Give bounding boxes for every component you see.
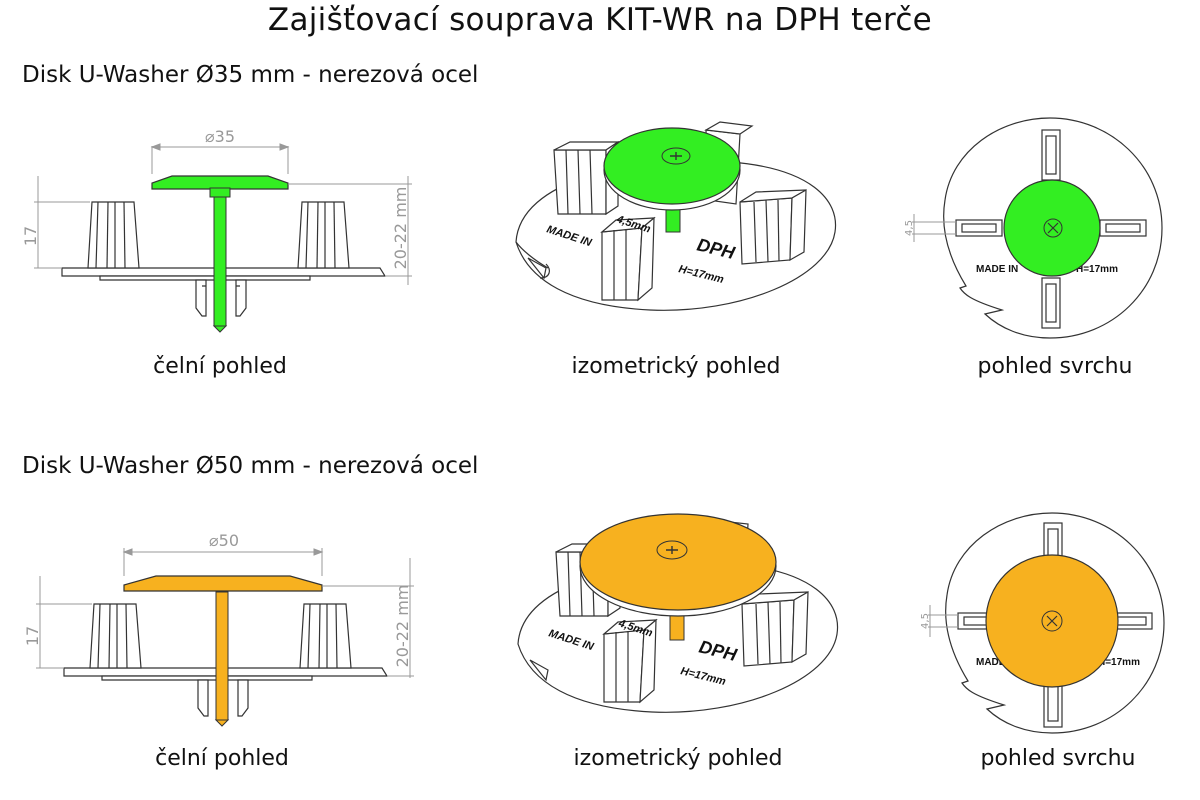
- front-view-35: ⌀35 17 20-22 mm: [21, 127, 412, 333]
- range-label-50: 20-22 mm: [393, 585, 412, 668]
- caption-front-35: čelní pohled: [153, 354, 287, 379]
- caption-top-50: pohled svrchu: [980, 746, 1136, 771]
- caption-front-50: čelní pohled: [155, 746, 289, 771]
- slot-dim-label-35: 4,5: [904, 220, 915, 236]
- made-in-top-50: MADE IN: [976, 657, 1018, 668]
- h-top-35: H=17mm: [1076, 264, 1118, 275]
- height-label-35: 17: [21, 226, 40, 246]
- washer-disk-50: [123, 575, 323, 727]
- washer-disk-35-top: [1003, 179, 1101, 277]
- washer-disk-35: [151, 175, 289, 333]
- top-view-35: 4,5 MADE IN H=17mm: [904, 117, 1163, 339]
- page-title: Zajišťovací souprava KIT-WR na DPH terče: [267, 2, 933, 38]
- caption-top-35: pohled svrchu: [977, 354, 1133, 379]
- caption-iso-50: izometrický pohled: [573, 746, 783, 771]
- made-in-top-35: MADE IN: [976, 264, 1018, 275]
- front-view-50: ⌀50 17 20-22 mm: [23, 531, 414, 727]
- iso-view-35: MADE IN 4,5mm DPH H=17mm: [515, 121, 837, 311]
- top-view-50: 4,5 MADE IN H=17mm: [920, 512, 1165, 734]
- diameter-label-50: ⌀50: [209, 531, 239, 550]
- washer-disk-50-iso: [579, 513, 777, 641]
- diameter-label-35: ⌀35: [205, 127, 235, 146]
- iso-view-50: MADE IN 4,5mm DPH H=17mm: [517, 513, 839, 713]
- section-heading-35: Disk U-Washer Ø35 mm - nerezová ocel: [22, 62, 479, 88]
- caption-iso-35: izometrický pohled: [571, 354, 781, 379]
- range-label-35: 20-22 mm: [391, 187, 410, 270]
- section-heading-50: Disk U-Washer Ø50 mm - nerezová ocel: [22, 453, 479, 479]
- washer-disk-35-iso: [603, 127, 741, 233]
- washer-disk-50-top: [985, 554, 1119, 688]
- height-label-50: 17: [23, 626, 42, 646]
- h-top-50: H=17mm: [1098, 657, 1140, 668]
- slot-dim-label-50: 4,5: [920, 613, 931, 629]
